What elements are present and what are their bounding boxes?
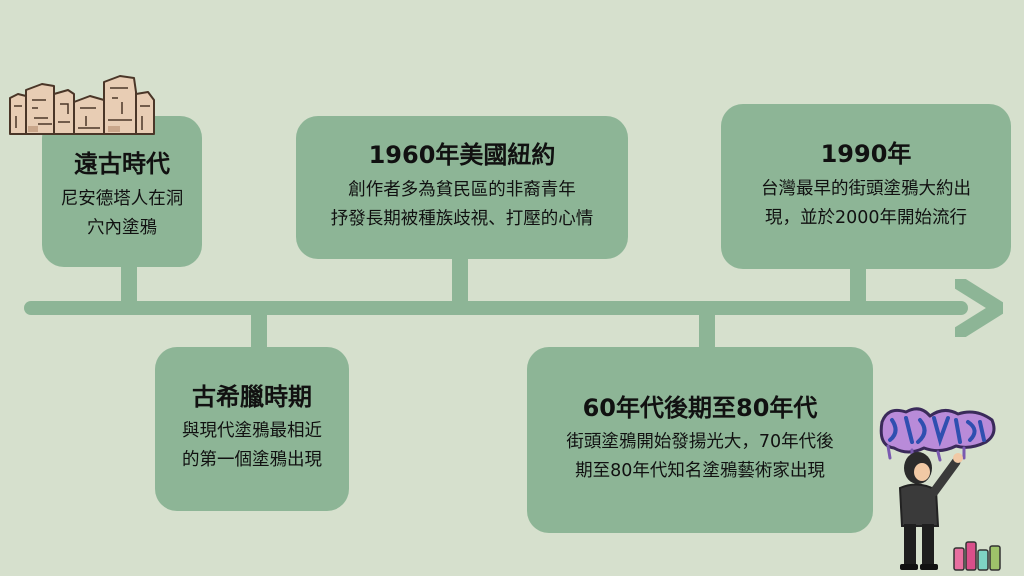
event-1990: 1990年 台灣最早的街頭塗鴉大約出 現，並於2000年開始流行 (721, 104, 1011, 269)
cave-ruins-icon (9, 75, 155, 135)
event-ancient-text: 尼安德塔人在洞 穴內塗鴉 (60, 188, 184, 238)
event-60s-80s: 60年代後期至80年代 街頭塗鴉開始發揚光大，70年代後 期至80年代知名塗鴉藝… (527, 347, 873, 533)
event-1960-text: 創作者多為貧民區的非裔青年 抒發長期被種族歧視、打壓的心情 (330, 179, 594, 229)
event-60s-80s-text: 街頭塗鴉開始發揚光大，70年代後 期至80年代知名塗鴉藝術家出現 (566, 432, 834, 482)
event-ancient: 遠古時代 尼安德塔人在洞 穴內塗鴉 (42, 116, 202, 267)
stem-1960 (452, 256, 468, 304)
stem-1990 (850, 266, 866, 304)
timeline-axis (24, 301, 968, 315)
event-1960-title: 1960年美國紐約 (368, 141, 556, 170)
graffiti-artist-icon (879, 407, 1001, 571)
event-greek-text: 與現代塗鴉最相近 的第一個塗鴉出現 (182, 421, 322, 471)
stem-greek (251, 312, 267, 350)
event-60s-80s-title: 60年代後期至80年代 (582, 393, 818, 422)
stem-ancient (121, 264, 137, 304)
event-1990-text: 台灣最早的街頭塗鴉大約出 現，並於2000年開始流行 (761, 178, 971, 228)
event-1990-title: 1990年 (820, 140, 912, 169)
timeline-arrowhead (955, 279, 1003, 337)
event-greek-title: 古希臘時期 (192, 382, 312, 411)
stem-60s-80s (699, 312, 715, 350)
event-ancient-title: 遠古時代 (74, 150, 170, 179)
event-1960: 1960年美國紐約 創作者多為貧民區的非裔青年 抒發長期被種族歧視、打壓的心情 (296, 116, 628, 259)
event-greek: 古希臘時期 與現代塗鴉最相近 的第一個塗鴉出現 (155, 347, 349, 511)
